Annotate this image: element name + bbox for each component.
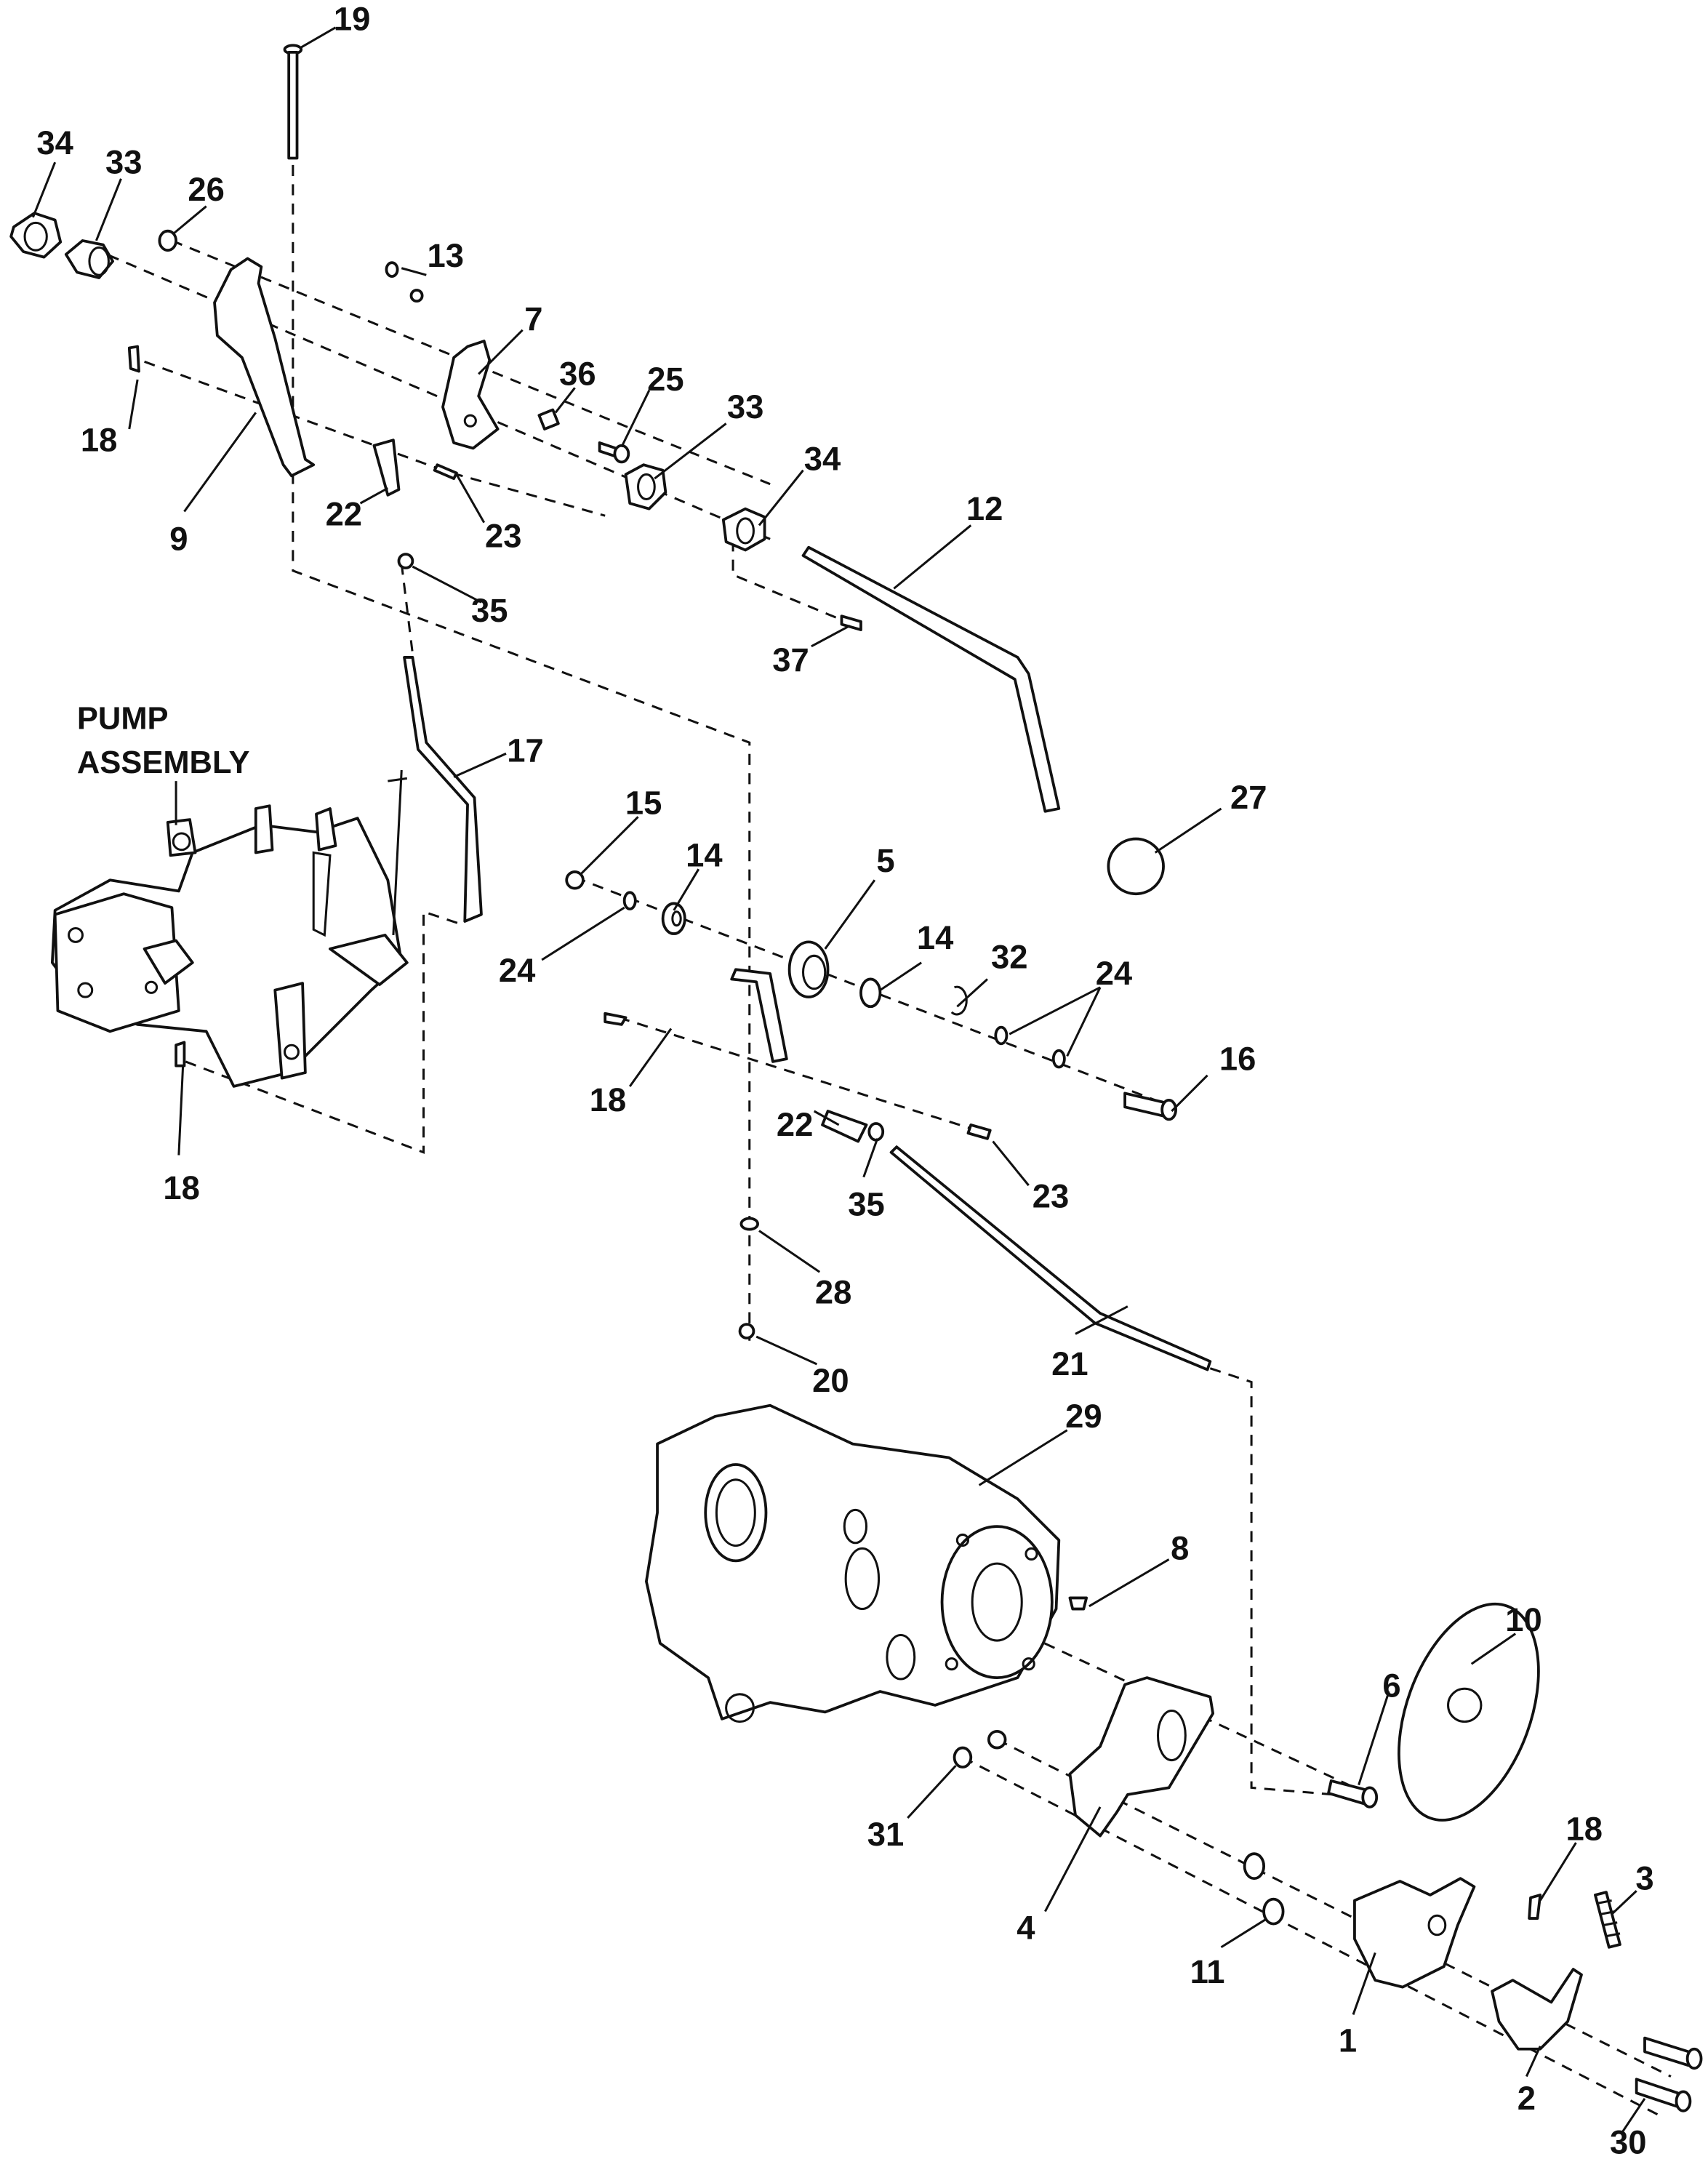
part-14-bearing-right bbox=[859, 977, 882, 1009]
callout-24: 24 bbox=[499, 952, 535, 989]
callout-29: 29 bbox=[1065, 1398, 1102, 1435]
pump-assembly-label-line1: PUMP bbox=[77, 701, 169, 736]
callout-13: 13 bbox=[428, 237, 464, 274]
part-26-nut bbox=[158, 229, 177, 252]
part-34-flange-left bbox=[9, 212, 63, 259]
part-23-pin-mid bbox=[966, 1123, 992, 1140]
callout-11: 11 bbox=[1190, 1953, 1225, 1990]
part-7-plate bbox=[441, 340, 500, 450]
callout-18: 18 bbox=[590, 1081, 626, 1118]
pump-assembly-label-line2: ASSEMBLY bbox=[77, 745, 250, 780]
part-24-washer-right bbox=[1051, 1049, 1066, 1069]
part-18-clip-mid bbox=[604, 1012, 628, 1026]
callout-15: 15 bbox=[625, 785, 662, 822]
callout-28: 28 bbox=[815, 1274, 851, 1311]
callout-20: 20 bbox=[812, 1362, 849, 1399]
part-25-bolt bbox=[598, 441, 630, 464]
part-33-bearing-left bbox=[64, 239, 114, 279]
part-5-lever-spring bbox=[730, 940, 830, 1063]
leader-lines bbox=[31, 26, 1646, 2133]
part-13-nut bbox=[385, 261, 424, 303]
callout-34: 34 bbox=[804, 441, 841, 478]
callout-18: 18 bbox=[163, 1169, 199, 1206]
part-31-nut bbox=[953, 1729, 1007, 1769]
callout-33: 33 bbox=[105, 143, 142, 180]
part-22-clevis-mid bbox=[821, 1110, 868, 1143]
callout-22: 22 bbox=[326, 495, 362, 532]
part-1-control-arm bbox=[1353, 1877, 1476, 1989]
part-24-washer-mid bbox=[994, 1025, 1009, 1046]
callout-33: 33 bbox=[727, 388, 763, 425]
callout-labels: 19 34 33 26 13 7 36 25 33 34 18 9 22 23 … bbox=[36, 1, 1653, 2159]
part-8-key bbox=[1068, 1596, 1088, 1611]
part-19-rod bbox=[283, 44, 303, 160]
part-33-bearing-right bbox=[624, 463, 667, 510]
part-9-bracket bbox=[213, 257, 316, 478]
callout-32: 32 bbox=[991, 938, 1027, 975]
callout-23: 23 bbox=[485, 518, 521, 555]
part-30-bolts bbox=[1635, 2036, 1703, 2112]
callout-21: 21 bbox=[1051, 1345, 1088, 1382]
callout-37: 37 bbox=[772, 641, 809, 678]
callout-36: 36 bbox=[559, 356, 596, 393]
callout-25: 25 bbox=[647, 361, 683, 398]
part-3-spring bbox=[1594, 1891, 1621, 1949]
callout-22: 22 bbox=[777, 1106, 813, 1143]
part-18-clip-right bbox=[1528, 1894, 1542, 1920]
part-32-retaining-ring bbox=[950, 985, 968, 1016]
callout-16: 16 bbox=[1219, 1040, 1256, 1077]
part-37-pin bbox=[840, 614, 862, 632]
callout-4: 4 bbox=[1017, 1909, 1035, 1946]
part-24-washer-left bbox=[622, 891, 637, 910]
callout-27: 27 bbox=[1230, 779, 1267, 816]
part-34-flange-right bbox=[721, 507, 766, 552]
callout-26: 26 bbox=[188, 171, 224, 208]
part-23-pin-top bbox=[433, 463, 458, 480]
part-6-pin bbox=[1327, 1779, 1379, 1808]
callout-34: 34 bbox=[36, 124, 73, 161]
callout-30: 30 bbox=[1610, 2123, 1646, 2159]
callout-8: 8 bbox=[1171, 1529, 1189, 1566]
part-20-nut bbox=[738, 1323, 755, 1339]
callout-2: 2 bbox=[1517, 2080, 1536, 2117]
callout-9: 9 bbox=[169, 520, 188, 557]
callout-10: 10 bbox=[1505, 1601, 1541, 1638]
callout-31: 31 bbox=[867, 1816, 904, 1853]
callout-5: 5 bbox=[876, 842, 894, 879]
part-29-transmission-housing bbox=[645, 1403, 1061, 1723]
part-18-clip-left-top bbox=[127, 345, 140, 373]
part-12-lever-rod bbox=[801, 545, 1061, 813]
callout-35: 35 bbox=[848, 1186, 884, 1223]
part-16-bolt bbox=[1123, 1091, 1177, 1121]
part-18-clip-pump bbox=[175, 1041, 186, 1068]
part-36-spacer bbox=[537, 408, 560, 430]
part-17-link-rod bbox=[403, 656, 483, 923]
callout-19: 19 bbox=[334, 1, 370, 38]
callout-6: 6 bbox=[1382, 1667, 1400, 1705]
part-11-washer bbox=[1243, 1852, 1285, 1926]
callout-14: 14 bbox=[917, 919, 953, 956]
part-28-clip bbox=[739, 1217, 759, 1231]
part-22-clevis-top bbox=[372, 438, 401, 497]
callout-17: 17 bbox=[507, 732, 543, 769]
callout-35: 35 bbox=[471, 592, 508, 629]
callout-7: 7 bbox=[524, 300, 542, 337]
part-27-plug bbox=[1107, 837, 1165, 896]
callout-23: 23 bbox=[1033, 1177, 1069, 1214]
part-2-bracket bbox=[1491, 1968, 1583, 2051]
pump-assembly bbox=[50, 769, 409, 1088]
callout-12: 12 bbox=[966, 490, 1003, 527]
callout-1: 1 bbox=[1339, 2022, 1357, 2059]
part-14-bearing-left bbox=[661, 902, 686, 935]
part-35-nut-mid bbox=[867, 1122, 885, 1142]
part-35-nut-top bbox=[397, 553, 414, 569]
part-15-nut bbox=[565, 870, 585, 890]
callout-14: 14 bbox=[686, 836, 722, 873]
callout-18: 18 bbox=[1566, 1810, 1603, 1847]
callout-24: 24 bbox=[1096, 955, 1132, 992]
part-4-plate bbox=[1068, 1676, 1215, 1838]
part-10-disc bbox=[1398, 1602, 1540, 1822]
callout-3: 3 bbox=[1635, 1859, 1653, 1896]
callout-18: 18 bbox=[81, 421, 117, 458]
